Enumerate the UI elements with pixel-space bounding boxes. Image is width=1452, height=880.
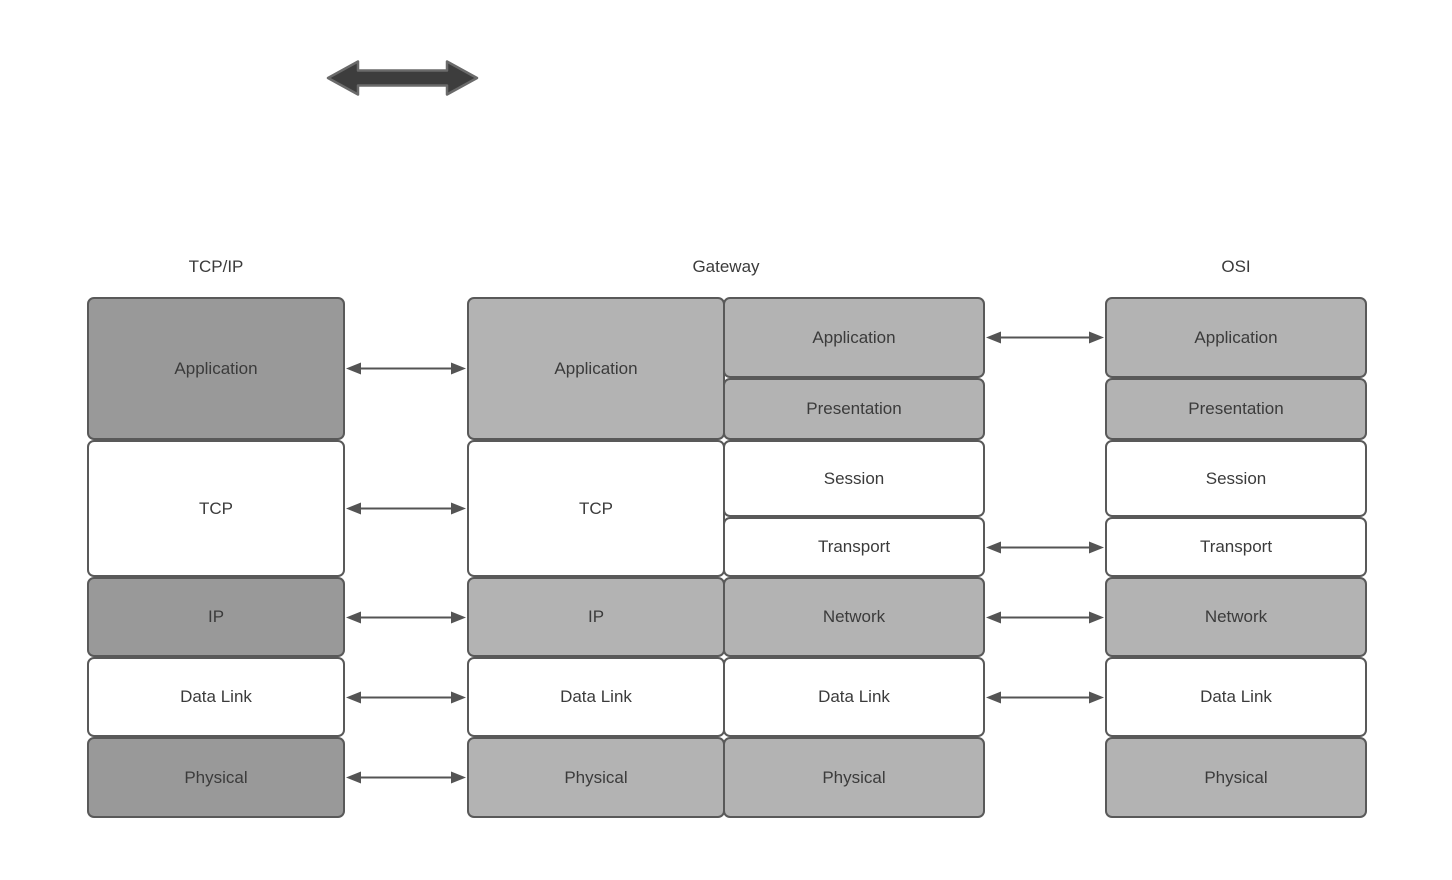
link-arrow-tcpip-gateway-datalink (346, 691, 466, 704)
layer-label: Presentation (806, 399, 902, 418)
layer-label: Application (812, 327, 896, 347)
layer-label: Application (554, 358, 638, 378)
layer-box-osi-session: Session (1105, 440, 1367, 517)
layer-box-osi-presentation: Presentation (1105, 378, 1367, 440)
layer-label: Physical (184, 767, 248, 787)
layer-box-osi-network: Network (1105, 577, 1367, 657)
layer-box-gwleft-physical: Physical (467, 737, 725, 818)
layer-label: Network (822, 607, 886, 626)
layer-box-tcpip-tcp: TCP (87, 440, 345, 577)
layer-label: IP (207, 607, 225, 626)
layer-box-tcpip-ip: IP (87, 577, 345, 657)
layer-label: Application (174, 358, 258, 378)
link-arrow-gateway-osi-application (986, 331, 1104, 344)
layer-box-gwright-physical: Physical (723, 737, 985, 818)
layer-box-gwleft-ip: IP (467, 577, 725, 657)
link-arrow-tcpip-gateway-application (346, 362, 466, 375)
layer-label: Data Link (560, 687, 632, 706)
layer-box-gwleft-application: Application (467, 297, 725, 440)
layer-box-osi-physical: Physical (1105, 737, 1367, 818)
column-title-osi: OSI (1221, 257, 1251, 276)
layer-label: Network (1204, 607, 1268, 626)
link-arrow-tcpip-gateway-tcp (346, 502, 466, 515)
link-arrow-tcpip-gateway-ip (346, 611, 466, 624)
tcpip-stack: Application TCP IP Data Link Physical (87, 297, 345, 818)
layer-box-tcpip-datalink: Data Link (87, 657, 345, 737)
layer-label: Session (823, 468, 885, 488)
layer-box-gwright-network: Network (723, 577, 985, 657)
layer-box-osi-transport: Transport (1105, 517, 1367, 577)
layer-label: Session (1205, 468, 1267, 488)
layer-label: Presentation (1188, 399, 1284, 418)
layer-label: Transport (1199, 537, 1273, 556)
osi-stack: Application Presentation Session Transpo… (1105, 297, 1367, 818)
layer-label: Physical (564, 767, 628, 787)
layer-box-tcpip-application: Application (87, 297, 345, 440)
layer-box-gwright-application: Application (723, 297, 985, 378)
link-arrow-tcpip-gateway-physical (346, 771, 466, 784)
layer-box-osi-datalink: Data Link (1105, 657, 1367, 737)
layer-label: Physical (822, 767, 886, 787)
layer-label: Transport (817, 537, 891, 556)
layer-label: TCP (199, 498, 233, 518)
gateway-left-stack: Application TCP IP Data Link Physical (467, 297, 725, 818)
layer-box-osi-application: Application (1105, 297, 1367, 378)
layer-box-gwright-transport: Transport (723, 517, 985, 577)
layer-box-tcpip-physical: Physical (87, 737, 345, 818)
layer-box-gwright-presentation: Presentation (723, 378, 985, 440)
layer-box-gwright-session: Session (723, 440, 985, 517)
column-title-tcpip: TCP/IP (188, 257, 244, 276)
layer-label: IP (587, 607, 605, 626)
layer-box-gwleft-tcp: TCP (467, 440, 725, 577)
thick-double-arrow-shape (326, 60, 479, 96)
gateway-right-stack: Application Presentation Session Transpo… (723, 297, 985, 818)
layer-label: Data Link (180, 687, 252, 706)
layer-box-gwleft-datalink: Data Link (467, 657, 725, 737)
layer-label: TCP (579, 498, 613, 518)
layer-label: Physical (1204, 767, 1268, 787)
link-arrow-gateway-osi-network (986, 611, 1104, 624)
link-arrow-gateway-osi-datalink (986, 691, 1104, 704)
layer-label: Application (1194, 327, 1278, 347)
link-arrow-gateway-osi-transport (986, 541, 1104, 554)
column-title-gateway: Gateway (692, 257, 760, 276)
layer-label: Data Link (1200, 687, 1272, 706)
layer-box-gwright-datalink: Data Link (723, 657, 985, 737)
layer-label: Data Link (818, 687, 890, 706)
